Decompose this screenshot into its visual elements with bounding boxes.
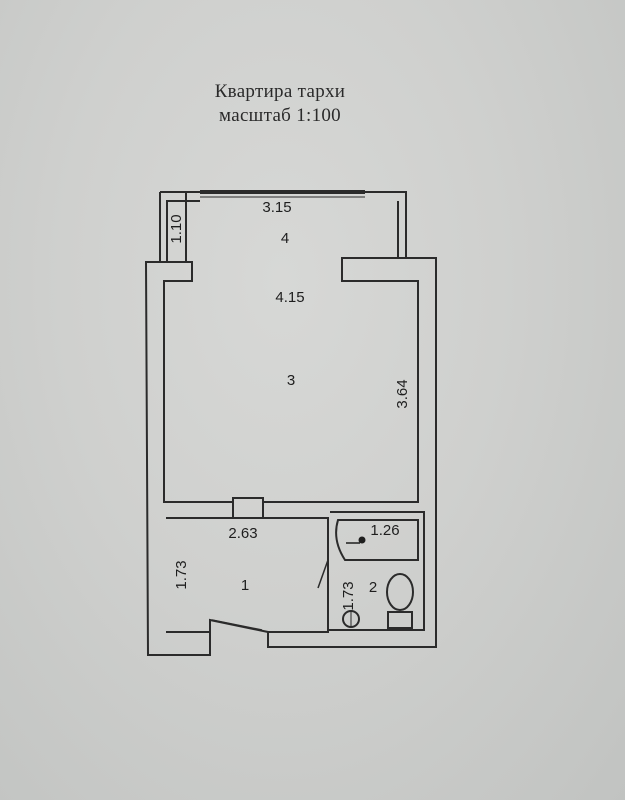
bathtub [335, 519, 419, 561]
hall-door [211, 619, 263, 631]
dimension-room3-length: 3.64 [394, 379, 411, 408]
bathroom-wall [327, 511, 425, 631]
room-label-2: 2 [369, 579, 377, 596]
dimension-balcony-width: 3.15 [262, 199, 291, 216]
toilet-tank [387, 611, 413, 629]
room-label-4: 4 [281, 230, 289, 247]
outer-wall [144, 257, 437, 656]
dimension-hall-length: 1.73 [173, 560, 190, 589]
room-label-3: 3 [287, 372, 295, 389]
bathtub-drain [358, 536, 366, 544]
toilet-bowl [386, 573, 414, 611]
bathroom-door [317, 559, 329, 589]
dimension-balcony-depth: 1.10 [168, 214, 185, 243]
dimension-room3-width: 4.15 [275, 289, 304, 306]
balcony-inner-outline [166, 200, 399, 262]
dimension-bath-width: 1.26 [370, 522, 399, 539]
plan-scale: масштаб 1:100 [219, 105, 341, 126]
room-label-1: 1 [241, 577, 249, 594]
hall-inner-wall [166, 517, 329, 633]
hall-inner-door-gap [232, 502, 264, 518]
balcony-outline [185, 191, 407, 262]
dimension-bath-length: 1.73 [340, 581, 357, 610]
dimension-hall-width: 2.63 [228, 525, 257, 542]
plan-title: Квартира тархи [214, 81, 346, 102]
